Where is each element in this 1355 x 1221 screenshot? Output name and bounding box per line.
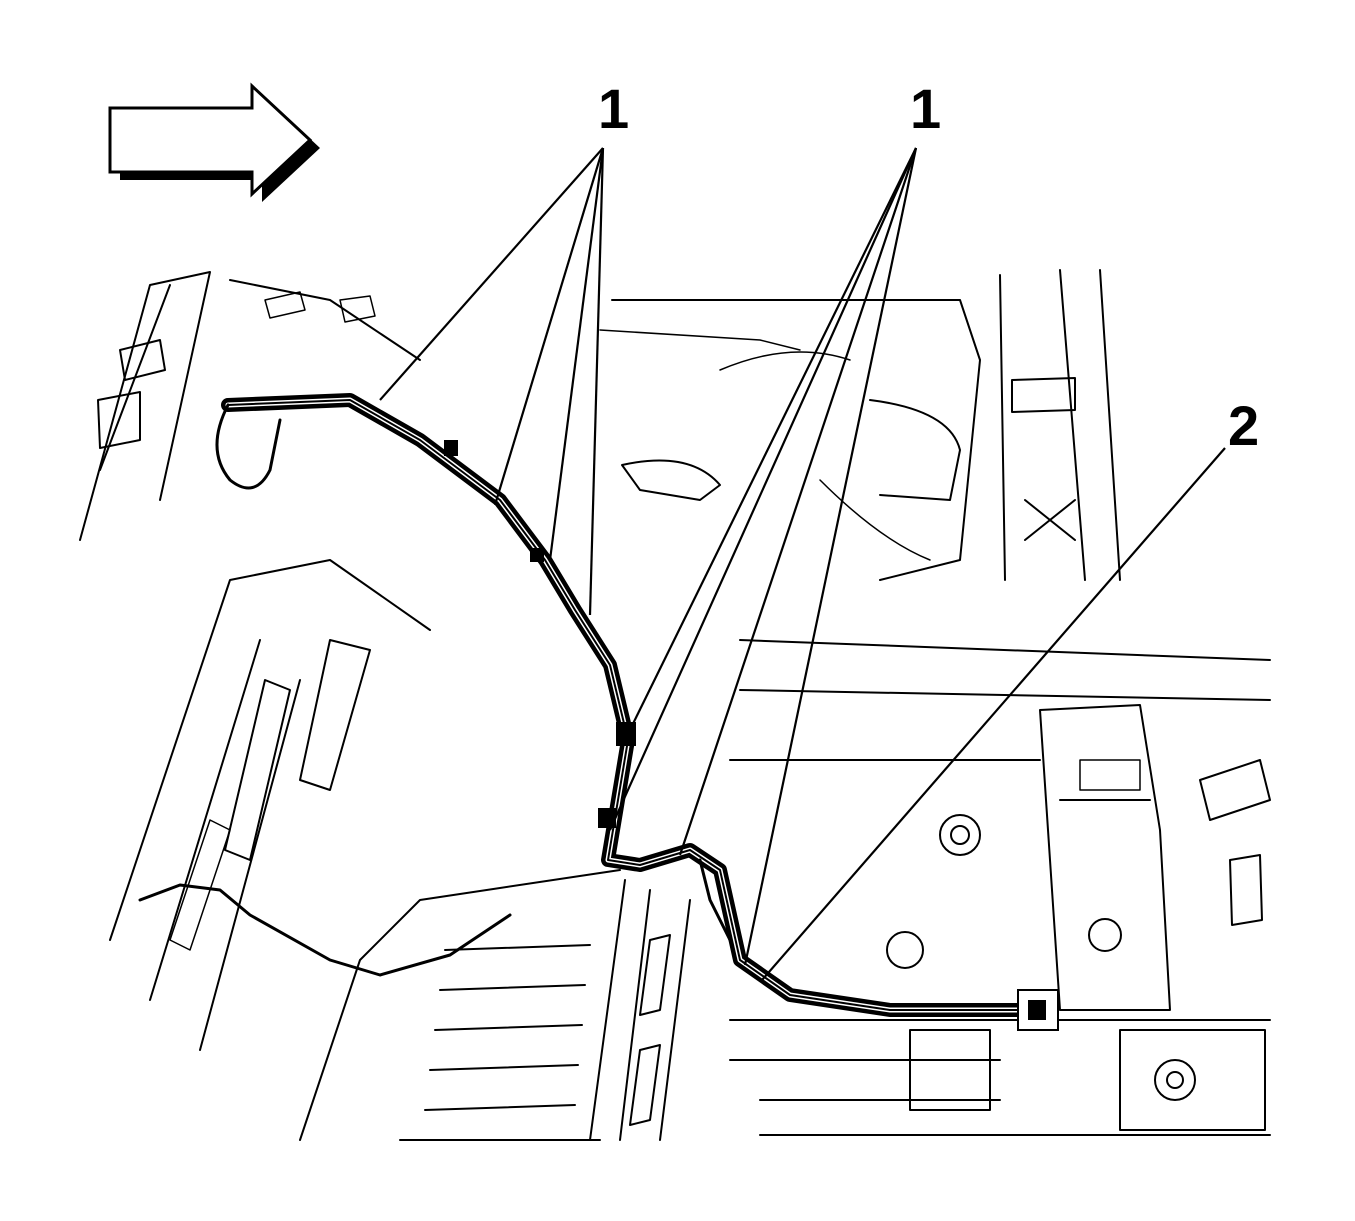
- callout-1-left: 1: [598, 77, 629, 140]
- forward-arrow-icon: [108, 82, 320, 202]
- callout-1-right: 1: [910, 77, 941, 140]
- wiring-harness: [138, 393, 1059, 1031]
- callout-2-leader: [761, 447, 1226, 981]
- callout-2: 2: [1228, 394, 1259, 457]
- callout-1-right-leaders: [608, 147, 918, 966]
- vehicle-floor-structure: [79, 269, 1271, 1141]
- callout-1-left-leaders: [379, 147, 605, 616]
